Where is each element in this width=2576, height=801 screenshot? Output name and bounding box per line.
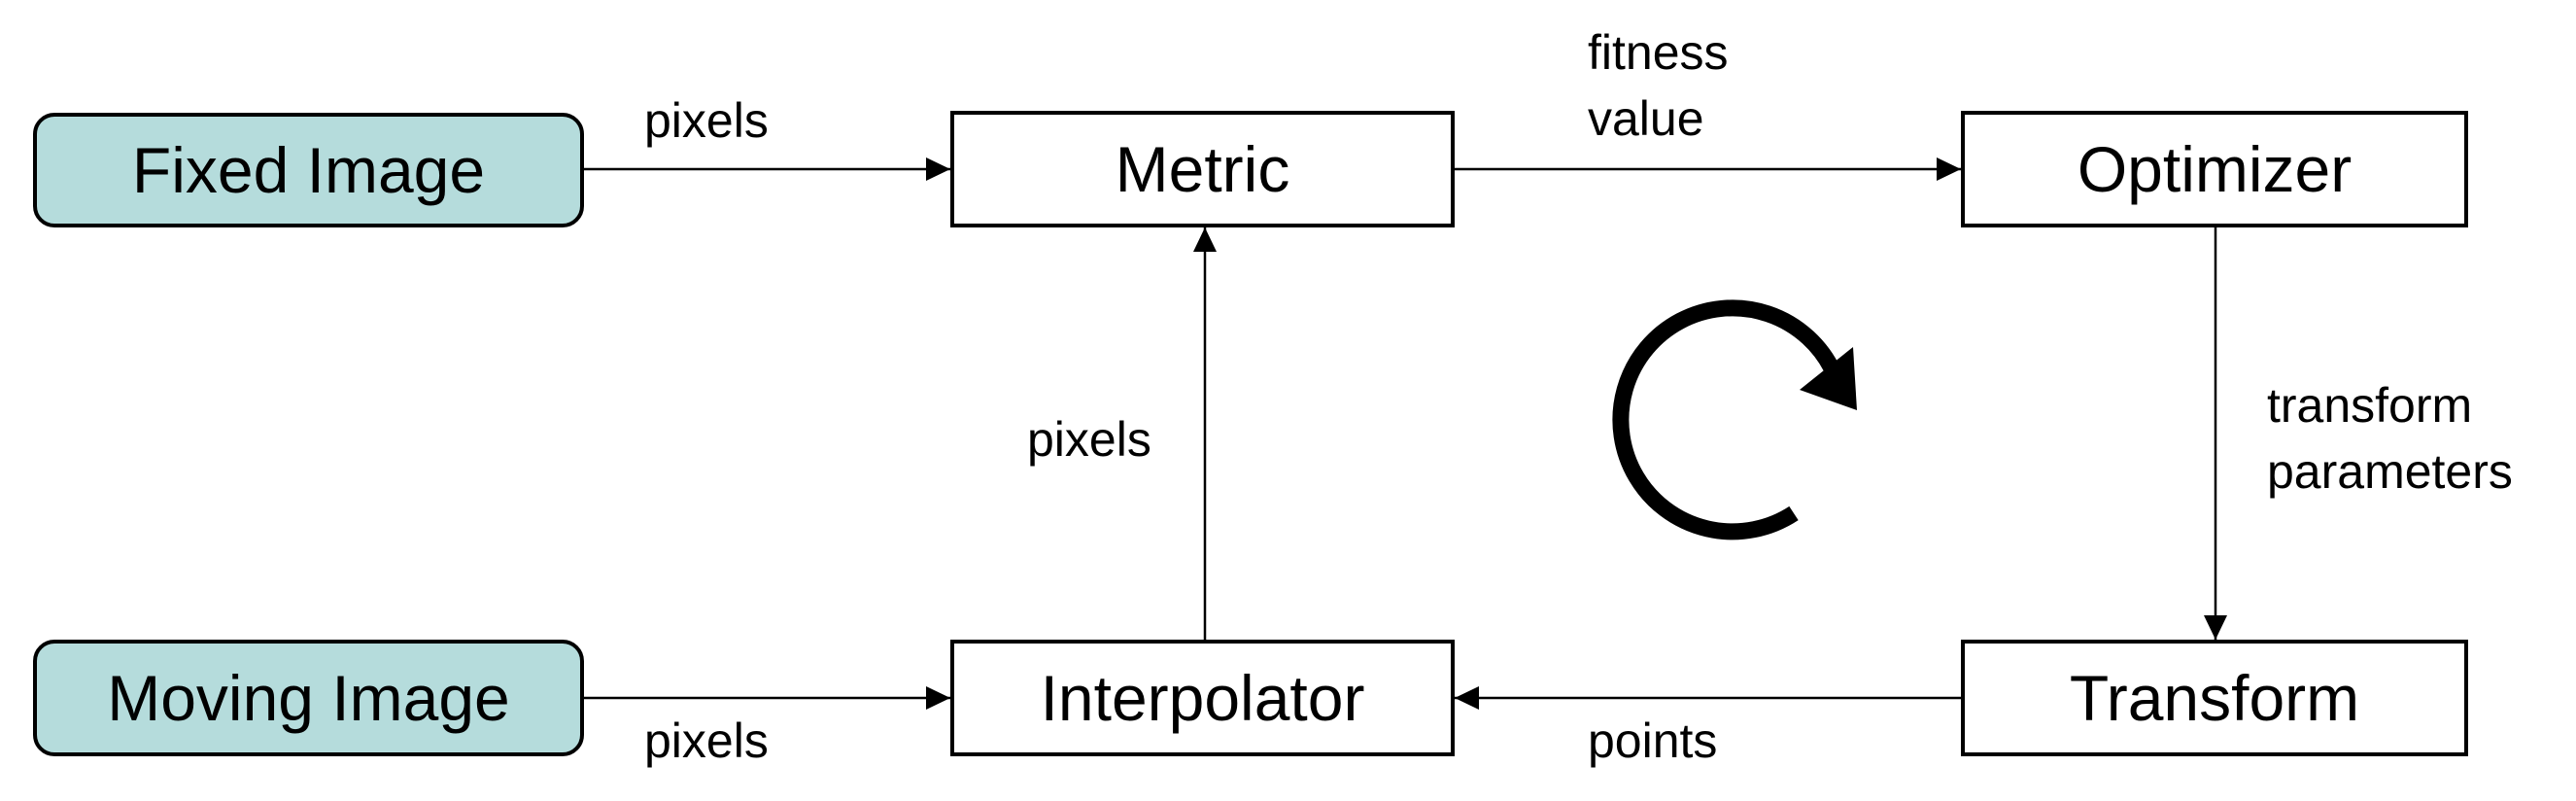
edge-label-parameters-line: parameters <box>2267 444 2513 499</box>
edge-label-points: points <box>1588 714 1718 768</box>
fixed-image-node: Fixed Image <box>33 113 584 227</box>
interpolator-node: Interpolator <box>950 640 1455 756</box>
edge-label-fitness-value: fitness value <box>1588 19 1729 152</box>
moving-image-label: Moving Image <box>107 662 510 734</box>
edge-fixed-to-metric <box>584 157 950 181</box>
edge-interpolator-to-metric <box>1193 227 1217 640</box>
edge-moving-to-interpolator <box>584 686 950 710</box>
optimizer-node: Optimizer <box>1961 111 2468 227</box>
edge-transform-to-interpolator <box>1455 686 1961 710</box>
transform-node: Transform <box>1961 640 2468 756</box>
arrowhead-icon <box>926 686 950 710</box>
arrowhead-icon <box>2204 615 2227 640</box>
edge-label-transform-parameters: transform parameters <box>2267 372 2513 505</box>
edge-label-transform-line: transform <box>2267 378 2473 433</box>
edge-label-value-line: value <box>1588 91 1704 146</box>
edge-label-moving-pixels: pixels <box>644 714 769 768</box>
arrowhead-icon <box>1455 686 1479 710</box>
transform-label: Transform <box>2069 662 2360 734</box>
interpolator-label: Interpolator <box>1040 662 1365 734</box>
edge-metric-to-optimizer <box>1455 157 1961 181</box>
arrowhead-icon <box>1937 157 1961 181</box>
metric-node: Metric <box>950 111 1455 227</box>
edge-label-fitness-line: fitness <box>1588 25 1729 80</box>
fixed-image-label: Fixed Image <box>131 134 486 206</box>
optimizer-label: Optimizer <box>2077 133 2353 205</box>
arrowhead-icon <box>1193 227 1217 252</box>
metric-label: Metric <box>1115 133 1290 205</box>
edge-optimizer-to-transform <box>2204 227 2227 640</box>
edge-label-interpolator-pixels: pixels <box>1027 412 1151 467</box>
arrowhead-icon <box>926 157 950 181</box>
moving-image-node: Moving Image <box>33 640 584 756</box>
edge-label-fixed-pixels: pixels <box>644 93 769 148</box>
circular-arrow-icon <box>1612 299 1857 540</box>
